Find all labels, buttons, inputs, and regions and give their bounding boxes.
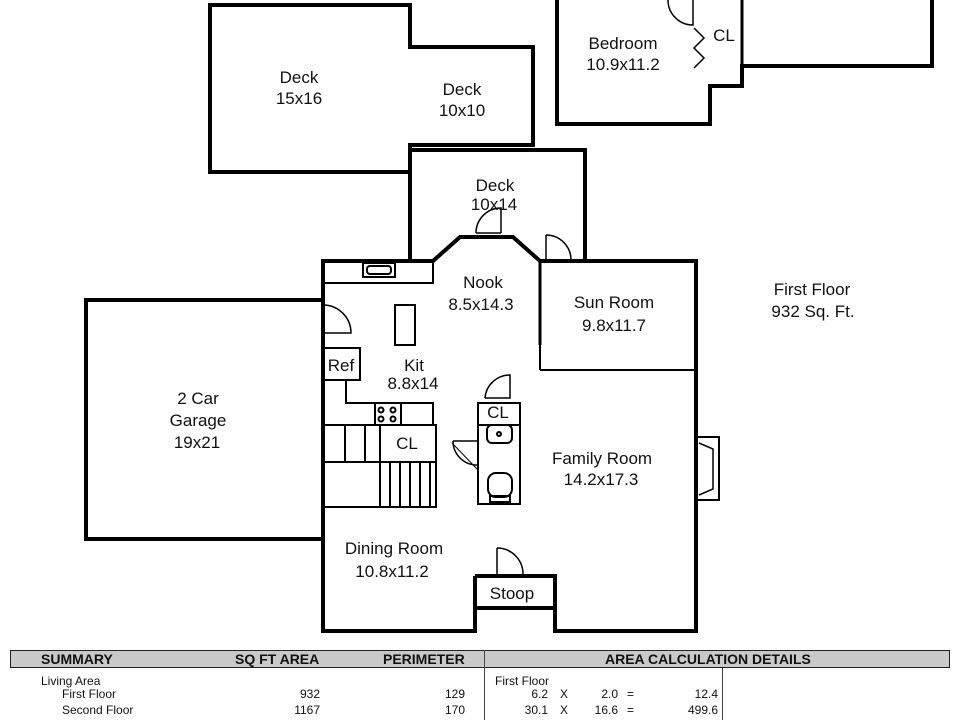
calc-row1-b: 2.0 <box>601 687 618 701</box>
calc-title: First Floor <box>495 674 549 688</box>
deck-mid-size: 10x10 <box>439 101 485 120</box>
calc-row2-eq: = <box>627 703 635 717</box>
sun-room-name: Sun Room <box>574 293 654 312</box>
area-calc-col-header: AREA CALCULATION DETAILS <box>605 651 811 667</box>
bedroom-size: 10.9x11.2 <box>586 55 659 74</box>
garage-size: 19x21 <box>174 433 220 452</box>
fireplace <box>696 436 720 501</box>
calc-row2-result: 499.6 <box>687 703 718 717</box>
calc-row2-a: 30.1 <box>524 703 548 717</box>
bath-closet-label: CL <box>487 403 509 422</box>
row-first-floor-label: First Floor <box>62 687 116 701</box>
bedroom-closet-label: CL <box>713 26 735 45</box>
half-bath <box>477 402 521 505</box>
garage-outline <box>84 298 325 541</box>
calc-row2-b: 16.6 <box>594 703 618 717</box>
kit-name: Kit <box>404 356 424 375</box>
dining-room-name: Dining Room <box>345 539 443 558</box>
deck-low-name: Deck <box>476 176 515 195</box>
deck-left-size: 15x16 <box>276 89 322 108</box>
stoop-name: Stoop <box>490 584 534 603</box>
table-divider-right <box>722 668 723 720</box>
calc-row1-a: 6.2 <box>531 687 548 701</box>
deck-10x14-outline <box>408 148 587 260</box>
nook-size: 8.5x14.3 <box>448 295 513 314</box>
floor-area: 932 Sq. Ft. <box>771 302 854 321</box>
deck-left-name: Deck <box>280 68 319 87</box>
table-divider <box>484 650 485 720</box>
floor-name: First Floor <box>774 280 851 299</box>
row-second-floor-perimeter: 170 <box>444 703 465 717</box>
garage-line2: Garage <box>170 411 227 430</box>
row-first-floor-sqft: 932 <box>299 687 320 701</box>
deck-15x16-outline <box>208 3 535 174</box>
row-first-floor-perimeter: 129 <box>444 687 465 701</box>
deck-low-size: 10x14 <box>471 195 517 214</box>
house-outline <box>321 235 698 633</box>
floor-plan: Deck 15x16 Deck 10x10 Bedroom 10.9x11.2 … <box>84 0 934 633</box>
dining-room-size: 10.8x11.2 <box>355 562 428 581</box>
calc-row1-eq: = <box>627 687 635 701</box>
row-second-floor-label: Second Floor <box>62 703 134 717</box>
living-area-label: Living Area <box>41 674 101 688</box>
family-room-size: 14.2x17.3 <box>564 470 639 489</box>
summary-header-bar: SUMMARY SQ FT AREA PERIMETER AREA CALCUL… <box>10 650 950 668</box>
bedroom-outline <box>555 0 934 126</box>
kit-size: 8.8x14 <box>387 374 438 393</box>
summary-col-header: SUMMARY <box>41 651 113 667</box>
ref-label: Ref <box>328 356 355 375</box>
sun-room-size: 9.8x11.7 <box>582 316 646 335</box>
row-second-floor-sqft: 1167 <box>294 703 320 717</box>
family-room-name: Family Room <box>552 449 652 468</box>
calc-row2-op: X <box>560 703 569 717</box>
deck-mid-name: Deck <box>443 80 482 99</box>
refrigerator <box>322 347 361 381</box>
calc-row1-result: 12.4 <box>694 687 718 701</box>
stoop-outline <box>475 574 557 608</box>
perimeter-col-header: PERIMETER <box>383 651 465 667</box>
calc-row1-op: X <box>560 687 569 701</box>
sqft-col-header: SQ FT AREA <box>235 651 320 667</box>
nook-name: Nook <box>463 273 503 292</box>
stair-closet-label: CL <box>396 434 418 453</box>
garage-line1: 2 Car <box>177 389 219 408</box>
bedroom-name: Bedroom <box>589 34 658 53</box>
